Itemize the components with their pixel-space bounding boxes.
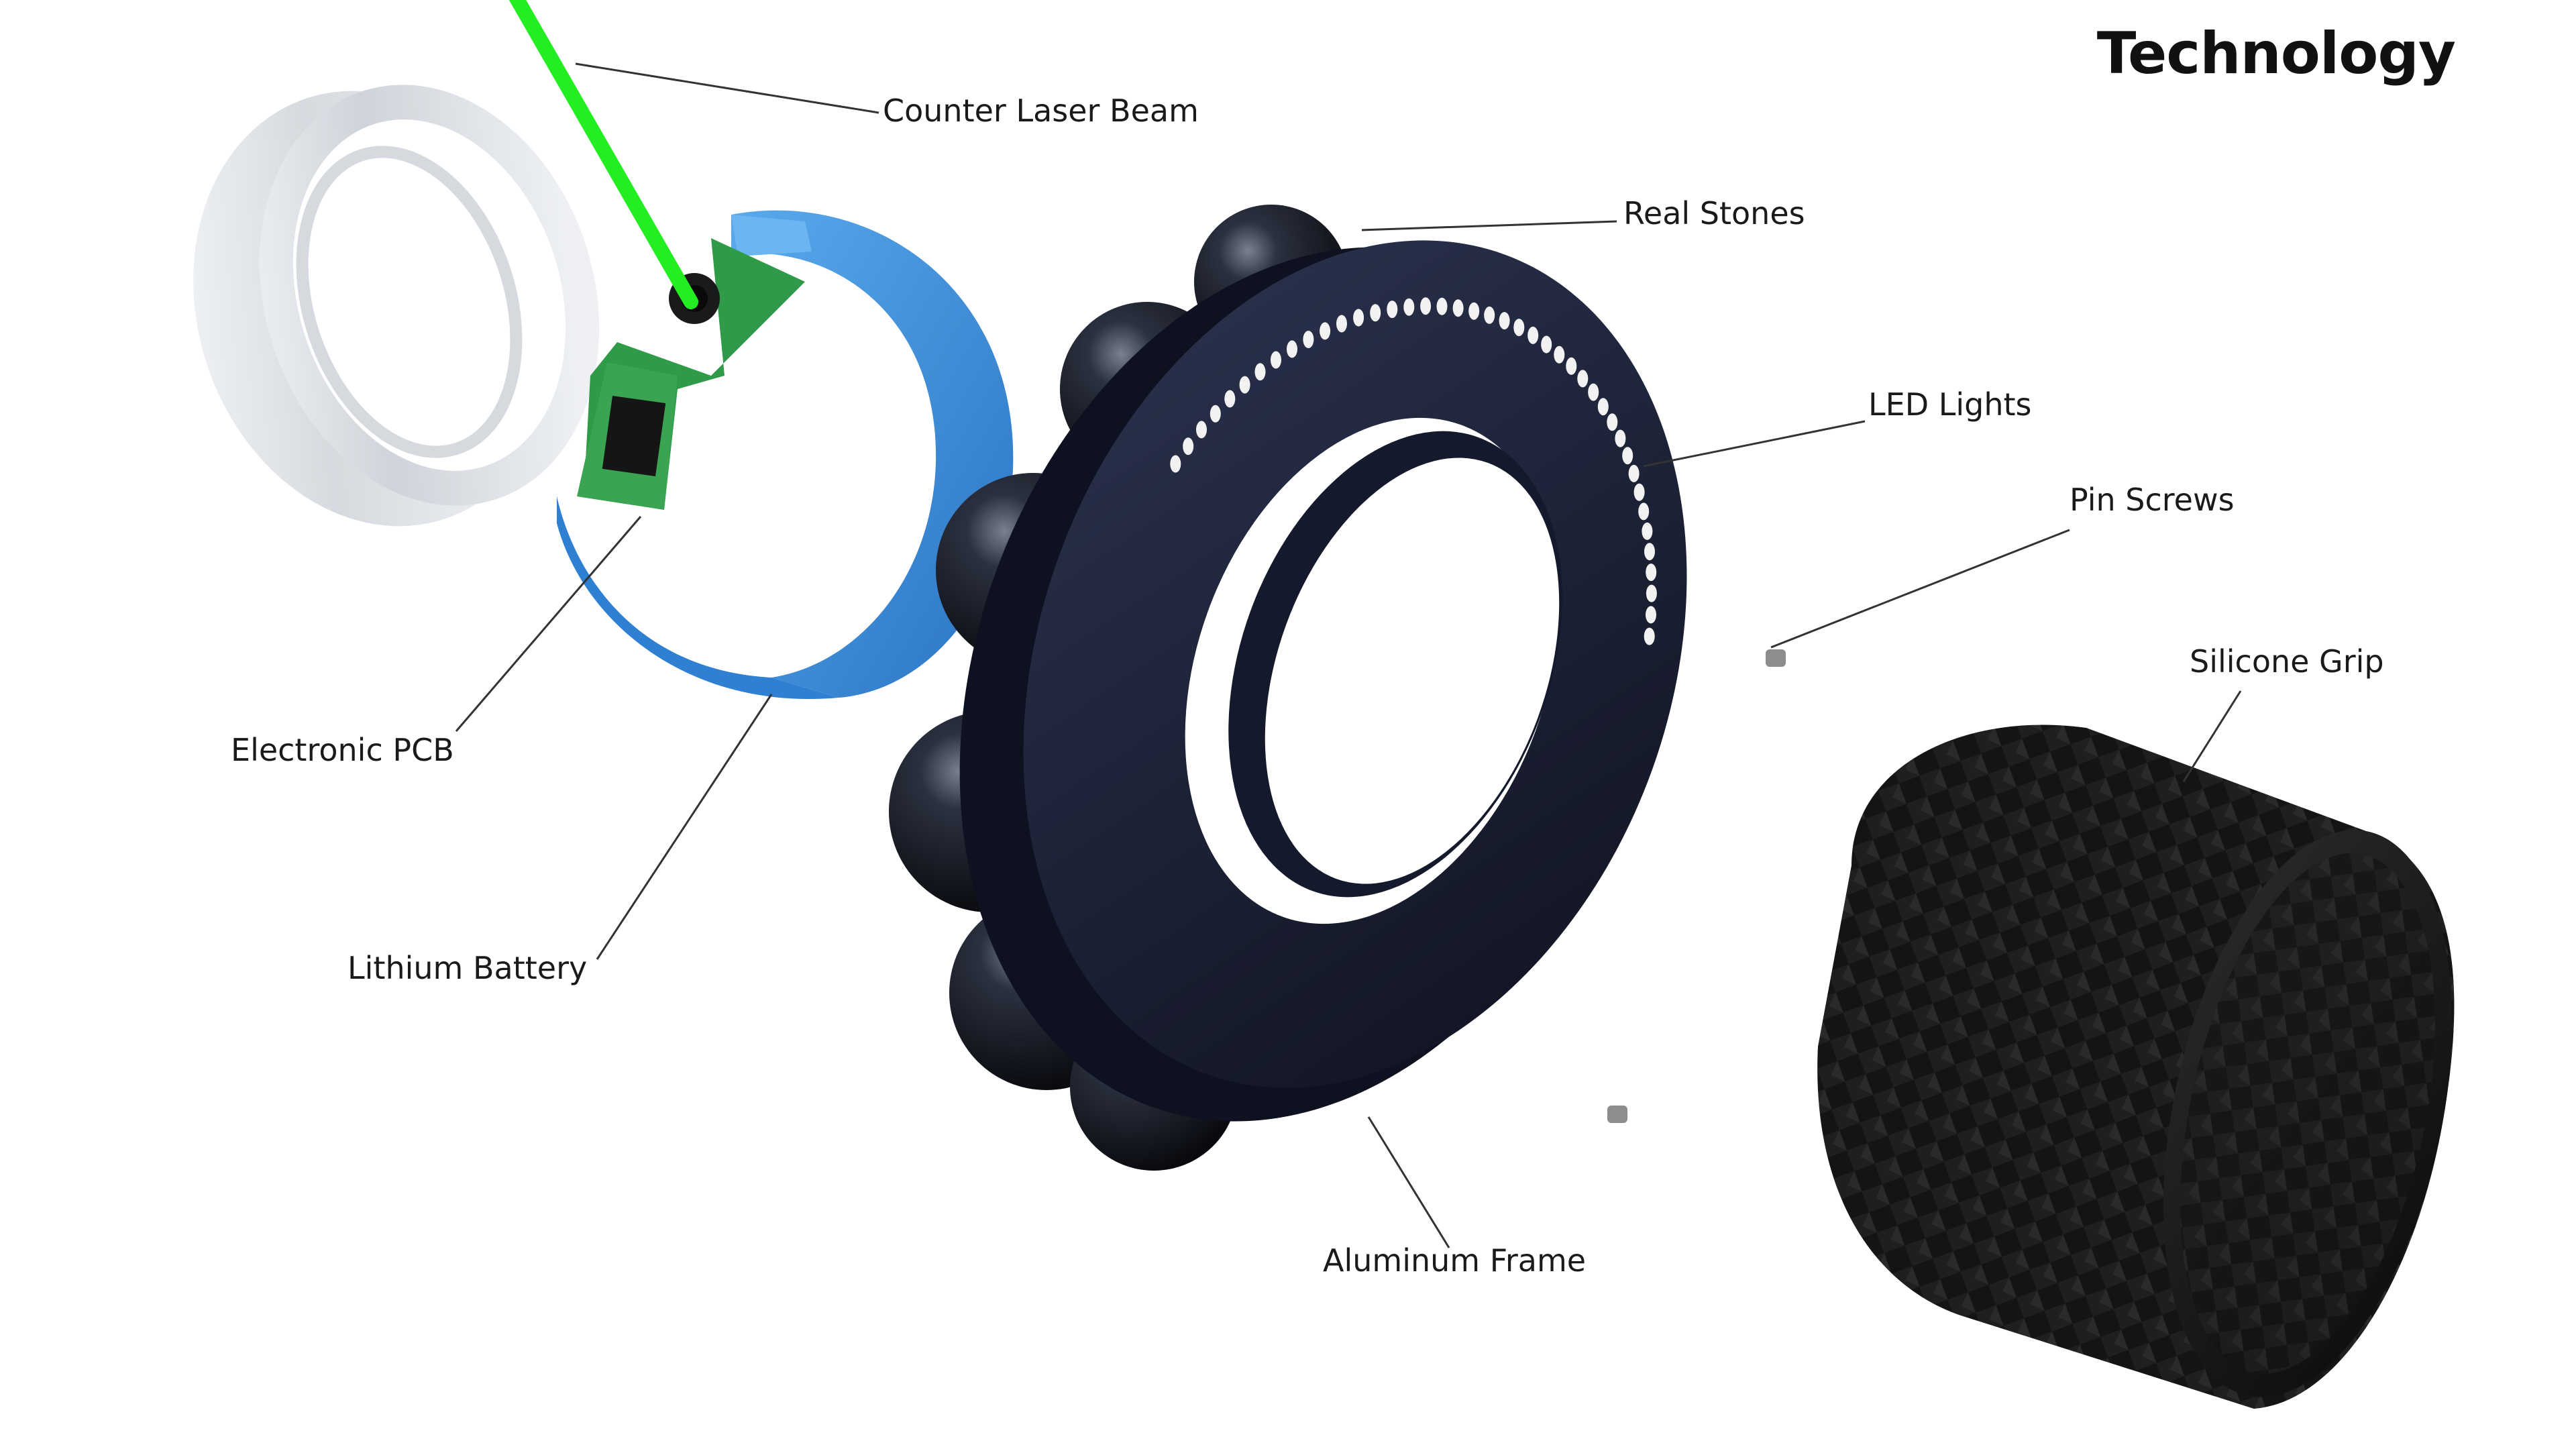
led-dot: [1210, 405, 1221, 423]
led-dot: [1484, 306, 1495, 324]
led-dot: [1196, 421, 1207, 439]
led-dot: [1622, 447, 1633, 465]
led-dot: [1607, 413, 1618, 431]
led-dot: [1436, 297, 1448, 315]
label-led-lights: LED Lights: [1868, 386, 2032, 423]
led-dot: [1370, 304, 1381, 322]
label-counter-laser-beam: Counter Laser Beam: [883, 93, 1199, 129]
label-real-stones: Real Stones: [1623, 195, 1805, 231]
page-title: Technology: [2096, 20, 2456, 87]
led-dot: [1170, 455, 1181, 473]
label-pin-screws: Pin Screws: [2070, 482, 2235, 518]
led-lights: [1170, 297, 1657, 645]
led-dot: [1642, 522, 1653, 540]
led-dot: [1644, 627, 1655, 645]
led-dot: [1628, 464, 1640, 482]
led-dot: [1638, 502, 1650, 521]
led-dot: [1403, 298, 1415, 316]
led-dot: [1646, 564, 1657, 582]
silicone-grip: [1817, 724, 2455, 1409]
label-silicone-grip: Silicone Grip: [2190, 643, 2384, 680]
led-dot: [1554, 345, 1565, 364]
led-dot: [1646, 606, 1656, 624]
led-dot: [1541, 335, 1552, 354]
led-dot: [1387, 301, 1398, 319]
led-dot: [1183, 437, 1194, 455]
led-dot: [1644, 543, 1655, 561]
led-dot: [1336, 315, 1347, 333]
electronic-pcb: [577, 238, 805, 510]
leader-lines: [455, 62, 2242, 1248]
led-dot: [1646, 584, 1657, 602]
led-dot: [1527, 326, 1539, 344]
led-dot: [1353, 309, 1364, 327]
label-lithium-battery: Lithium Battery: [347, 950, 588, 986]
led-dot: [1420, 297, 1432, 315]
led-dot: [1468, 302, 1480, 320]
pin-screws: [1607, 649, 1786, 1123]
led-dot: [1566, 357, 1577, 375]
led-dot: [1303, 331, 1314, 348]
led-dot: [1239, 376, 1250, 394]
led-dot: [1588, 383, 1599, 401]
led-dot: [1499, 312, 1510, 330]
led-dot: [1615, 429, 1626, 447]
label-aluminum-frame: Aluminum Frame: [1323, 1242, 1587, 1279]
led-dot: [1633, 483, 1645, 501]
led-dot: [1287, 340, 1297, 358]
led-dot: [1224, 390, 1236, 408]
laser-beam: [508, 0, 698, 309]
led-dot: [1254, 363, 1266, 381]
label-electronic-pcb: Electronic PCB: [231, 732, 454, 768]
led-dot: [1513, 319, 1525, 337]
led-dot: [1597, 398, 1609, 416]
led-dot: [1271, 351, 1281, 369]
clear-ring: [193, 85, 600, 527]
led-dot: [1320, 322, 1331, 340]
led-dot: [1577, 370, 1589, 388]
led-dot: [1452, 299, 1464, 317]
